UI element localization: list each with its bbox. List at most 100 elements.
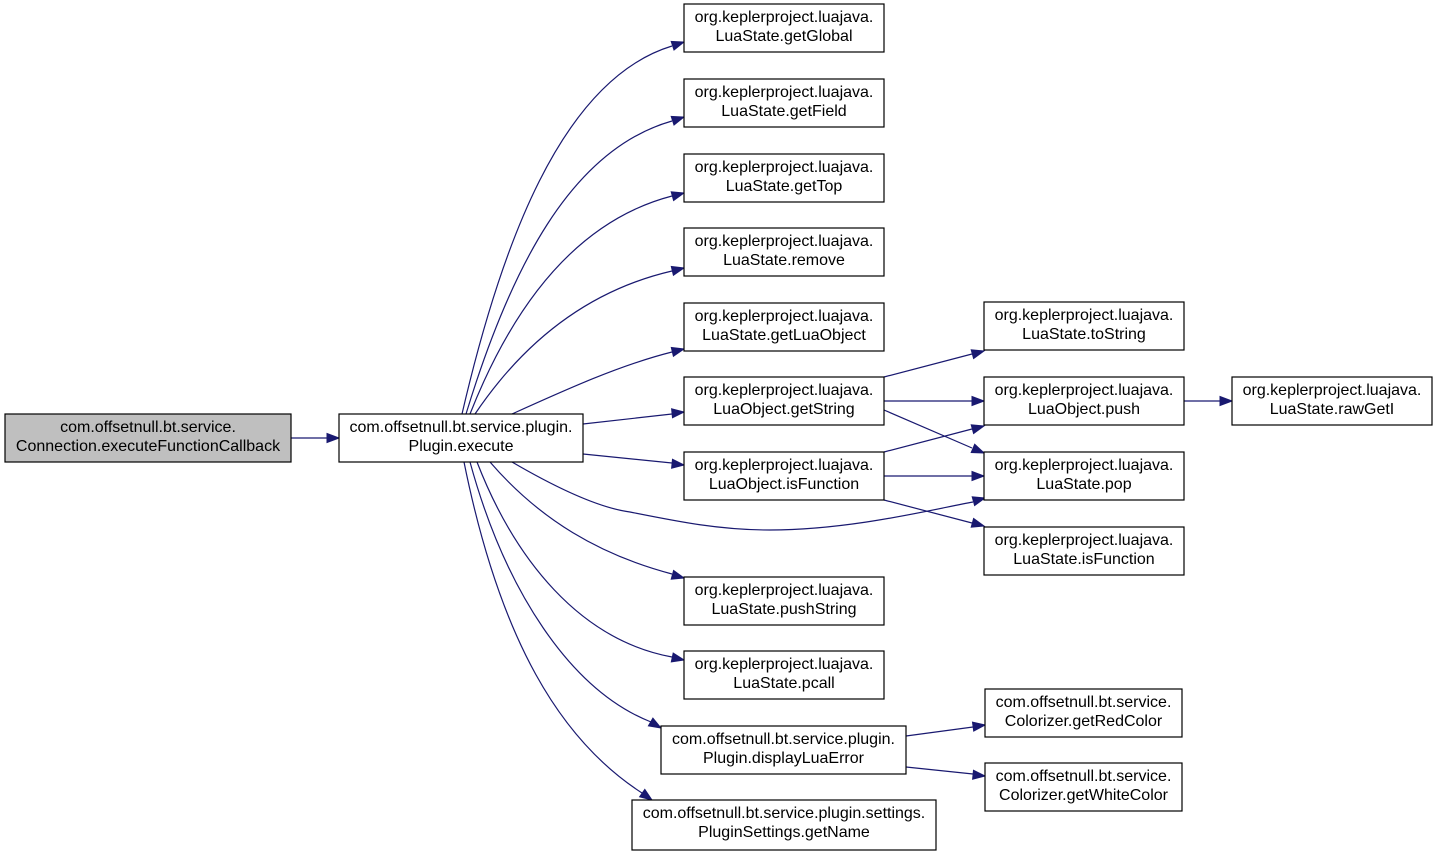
node-box [683,451,885,501]
node-namespace-label: com.offsetnull.bt.service.plugin.setting… [643,805,926,822]
arrowhead-icon [670,115,686,126]
node-namespace-label: com.offsetnull.bt.service. [60,419,236,436]
call-edge [884,470,986,482]
node-method-label: LuaState.remove [723,252,845,269]
node-namespace-label: org.keplerproject.luajava. [695,233,874,250]
arrowhead-icon [970,443,986,454]
arrowhead-icon [971,395,986,407]
function-node[interactable]: org.keplerproject.luajava. LuaState.pcall [683,650,885,700]
call-edge [469,191,686,415]
function-node[interactable]: com.offsetnull.bt.service.plugin. Plugin.… [338,413,584,463]
function-node[interactable]: com.offsetnull.bt.service. Colorizer.getW… [984,762,1183,812]
node-namespace-label: org.keplerproject.luajava. [695,656,874,673]
arrowhead-icon [671,458,686,469]
node-box [1231,376,1433,426]
call-edge [465,115,686,415]
arrowhead-icon [326,432,341,444]
call-edge [883,424,986,453]
node-method-label: LuaState.pop [1036,476,1131,493]
call-edge [463,461,654,801]
node-box [683,78,885,128]
node-namespace-label: org.keplerproject.luajava. [995,532,1174,549]
function-node[interactable]: org.keplerproject.luajava. LuaState.isFun… [983,526,1185,576]
node-method-label: LuaState.rawGetI [1270,401,1395,418]
edge-line [461,45,673,415]
node-namespace-label: org.keplerproject.luajava. [695,582,874,599]
node-method-label: LuaObject.isFunction [709,476,859,493]
call-edge [883,409,986,454]
node-box [660,725,907,775]
node-namespace-label: org.keplerproject.luajava. [695,84,874,101]
call-edge [291,432,341,444]
function-node[interactable]: org.keplerproject.luajava. LuaState.getGl… [683,3,885,53]
arrowhead-icon [972,769,987,780]
function-node[interactable]: com.offsetnull.bt.service.plugin.setting… [631,799,937,851]
edge-line [469,195,673,415]
node-method-label: LuaState.getGlobal [716,28,853,45]
edge-line [469,461,652,723]
node-method-label: LuaState.getTop [726,178,843,195]
arrowhead-icon [1219,395,1234,407]
function-node[interactable]: org.keplerproject.luajava. LuaState.toStr… [983,301,1185,351]
node-method-label: LuaState.pcall [733,675,834,692]
node-method-label: LuaState.pushString [712,601,857,618]
node-box [983,526,1185,576]
call-edges [291,40,1234,801]
function-node[interactable]: org.keplerproject.luajava.LuaState.getLu… [683,302,885,352]
node-namespace-label: org.keplerproject.luajava. [695,159,874,176]
node-method-label: PluginSettings.getName [698,824,870,841]
edge-line [511,461,974,531]
node-box [984,762,1183,812]
edge-line [905,726,974,737]
function-node[interactable]: org.keplerproject.luajava. LuaState.pushS… [683,576,885,626]
node-method-label: Colorizer.getRedColor [1005,713,1163,730]
call-edge [883,499,986,528]
node-box [683,376,885,426]
root-function-node[interactable]: com.offsetnull.bt.service.Connection.exe… [4,413,292,463]
edge-line [476,461,673,658]
function-node[interactable]: com.offsetnull.bt.service.plugin.Plugin.… [660,725,907,775]
node-method-label: Colorizer.getWhiteColor [999,787,1169,804]
arrowhead-icon [670,652,686,663]
node-namespace-label: com.offsetnull.bt.service.plugin. [672,731,895,748]
node-box [683,302,885,352]
node-namespace-label: org.keplerproject.luajava. [995,307,1174,324]
arrowhead-icon [971,721,987,732]
node-namespace-label: org.keplerproject.luajava. [695,9,874,26]
function-node[interactable]: org.keplerproject.luajava.LuaState.pop [983,451,1185,501]
node-method-label: LuaState.toString [1022,326,1146,343]
call-edge [582,408,686,425]
function-node[interactable]: org.keplerproject.luajava.LuaObject.push [983,376,1185,426]
node-box [983,301,1185,351]
node-method-label: Plugin.execute [409,438,514,455]
node-box [4,413,292,463]
node-box [983,451,1185,501]
call-edge [511,346,686,415]
edge-line [883,499,973,524]
call-edge [474,265,686,415]
function-node[interactable]: org.keplerproject.luajava.LuaObject.isFu… [683,451,885,501]
edge-line [905,766,974,775]
node-box [631,799,937,851]
function-node[interactable]: org.keplerproject.luajava.LuaObject.getS… [683,376,885,426]
function-node[interactable]: com.offsetnull.bt.service.Colorizer.getR… [984,688,1183,738]
arrowhead-icon [971,496,987,507]
node-namespace-label: com.offsetnull.bt.service.plugin. [350,419,573,436]
call-edge [461,40,686,415]
arrowhead-icon [970,517,986,528]
function-node[interactable]: org.keplerproject.luajava. LuaState.remov… [683,227,885,277]
call-edge [582,453,686,469]
node-method-label: LuaObject.push [1028,401,1140,418]
node-box [984,688,1183,738]
node-method-label: LuaState.isFunction [1013,551,1154,568]
node-namespace-label: com.offsetnull.bt.service. [996,768,1172,785]
function-node[interactable]: org.keplerproject.luajava.LuaState.getFi… [683,78,885,128]
function-node[interactable]: org.keplerproject.luajava.LuaState.rawGe… [1231,376,1433,426]
arrowhead-icon [970,424,986,435]
node-box [683,650,885,700]
function-node[interactable]: org.keplerproject.luajava. LuaState.getTo… [683,153,885,203]
edge-line [511,351,673,415]
edge-line [883,353,973,378]
node-box [683,227,885,277]
